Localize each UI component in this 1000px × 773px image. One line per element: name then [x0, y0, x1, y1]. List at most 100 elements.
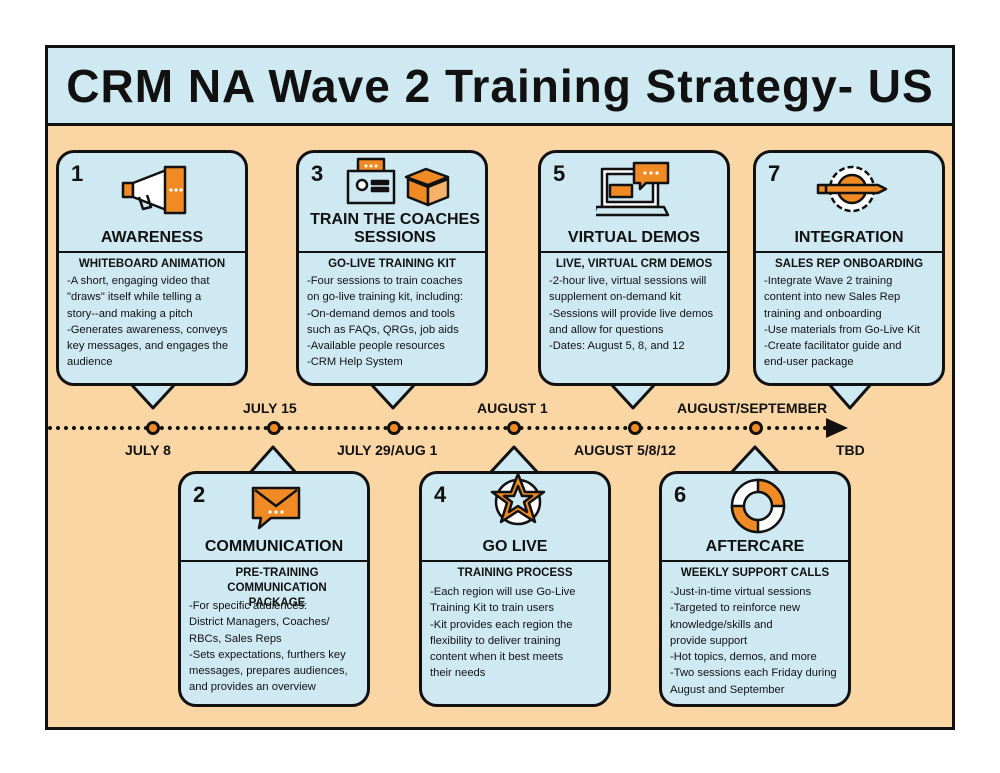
- card-bullets: -For specific audiences: District Manage…: [189, 598, 361, 696]
- bullet: August and September: [670, 683, 785, 696]
- page-title: CRM NA Wave 2 Training Strategy- US: [48, 48, 952, 126]
- bullet: -Each region will use Go-Live: [430, 586, 576, 598]
- bullet: flexibility to deliver training: [430, 634, 561, 647]
- envelope-chat-icon: [251, 486, 301, 530]
- card-go-live: 4 GO LIVE TRAINING PROCESS -Each region …: [419, 471, 611, 707]
- bullet: District Managers, Coaches/: [189, 616, 330, 629]
- card-number: 4: [434, 482, 447, 507]
- bullet: on go-live training kit, including:: [307, 291, 464, 304]
- card-subheading: PRE-TRAINING COMMUNICATION PACKAGE: [227, 567, 327, 609]
- date-label-3: JULY 29/AUG 1: [337, 442, 438, 458]
- bullet: -Targeted to reinforce new: [670, 602, 800, 615]
- bullet: RBCs, Sales Reps: [189, 632, 282, 645]
- card-divider: [756, 251, 942, 253]
- bullet: content when it best meets: [430, 651, 564, 664]
- card-number: 1: [71, 161, 84, 186]
- card-heading: AFTERCARE: [705, 538, 805, 555]
- card-bullets: -Just-in-time virtual sessions -Targeted…: [670, 584, 842, 698]
- bullet: -Just-in-time virtual sessions: [670, 586, 812, 598]
- card-divider: [541, 251, 727, 253]
- bullet: knowledge/skills and: [670, 618, 773, 631]
- date-label-6: AUGUST/SEPTEMBER: [677, 400, 828, 416]
- card-train-the-coaches: 3 TRAIN THE COACHES SESSIONS GO-LIVE TRA…: [296, 150, 488, 386]
- card-number: 3: [311, 161, 324, 186]
- card-subheading: GO-LIVE TRAINING KIT: [328, 258, 456, 270]
- bullet: and provides an overview: [189, 681, 316, 694]
- card-divider: [181, 560, 367, 562]
- date-label-1: JULY 8: [125, 442, 171, 458]
- card-subheading: LIVE, VIRTUAL CRM DEMOS: [555, 258, 713, 270]
- bullet: -2-hour live, virtual sessions will: [549, 275, 707, 287]
- bullet: end-user package: [764, 356, 854, 369]
- card-number: 6: [674, 482, 687, 507]
- card-subheading: TRAINING PROCESS: [457, 567, 573, 579]
- bullet: training and onboarding: [764, 307, 882, 320]
- bullet: -A short, engaging video that: [67, 275, 210, 287]
- bullet: -On-demand demos and tools: [307, 307, 456, 320]
- date-label-5: AUGUST 5/8/12: [574, 442, 676, 458]
- date-label-4: AUGUST 1: [477, 400, 548, 416]
- timeline-dot-4: [507, 421, 521, 435]
- bullet: such as FAQs, QRGs, job aids: [307, 323, 459, 336]
- bullet: story--and making a pitch: [67, 307, 193, 320]
- card-divider: [59, 251, 245, 253]
- bullet: -Dates: August 5, 8, and 12: [549, 340, 685, 353]
- bullet: -Generates awareness, conveys: [67, 323, 228, 336]
- card-awareness: 1 AWARENESS WHITEBOARD ANIMATION -A shor…: [56, 150, 248, 386]
- card-number: 2: [193, 482, 206, 507]
- bullet: -Hot topics, demos, and more: [670, 651, 817, 664]
- lifebuoy-icon: [730, 478, 786, 534]
- coach-kit-icon: [346, 157, 450, 207]
- timeline-dot-1: [146, 421, 160, 435]
- card-integration: 7 INTEGRATION SALES REP ONBOARDING -Inte…: [753, 150, 945, 386]
- card-subheading: WEEKLY SUPPORT CALLS: [680, 567, 830, 579]
- card-bullets: -2-hour live, virtual sessions will supp…: [549, 273, 721, 354]
- bullet: -Two sessions each Friday during: [670, 667, 837, 680]
- bullet: -Available people resources: [307, 340, 445, 353]
- bullet: and allow for questions: [549, 323, 664, 336]
- card-heading: VIRTUAL DEMOS: [567, 229, 701, 246]
- card-bullets: -A short, engaging video that "draws" it…: [67, 273, 239, 371]
- timeline-dot-2: [267, 421, 281, 435]
- gear-pencil-icon: [816, 165, 888, 213]
- bullet: -Use materials from Go-Live Kit: [764, 323, 921, 336]
- bullet: messages, prepares audiences,: [189, 665, 348, 678]
- bullet: -Four sessions to train coaches: [307, 275, 463, 287]
- card-bullets: -Each region will use Go-Live Training K…: [430, 584, 602, 682]
- card-heading: COMMUNICATION: [204, 538, 344, 555]
- bullet: key messages, and engages the: [67, 340, 229, 353]
- bullet: -Kit provides each region the: [430, 618, 573, 631]
- timeline-dot-6: [749, 421, 763, 435]
- card-subheading: SALES REP ONBOARDING: [774, 258, 924, 270]
- card-number: 7: [768, 161, 781, 186]
- card-aftercare: 6 AFTERCARE WEEKLY SUPPORT CALLS -Just-i…: [659, 471, 851, 707]
- bullet: audience: [67, 356, 113, 369]
- bullet: -Sessions will provide live demos: [549, 307, 714, 320]
- timeline-arrowhead: [826, 418, 848, 438]
- card-divider: [662, 560, 848, 562]
- bullet: -Integrate Wave 2 training: [764, 275, 893, 287]
- card-divider: [422, 560, 608, 562]
- card-number: 5: [553, 161, 566, 186]
- bullet: supplement on-demand kit: [549, 291, 681, 304]
- star-badge-icon: [490, 472, 546, 526]
- bullet: their needs: [430, 667, 486, 680]
- timeline-dot-3: [387, 421, 401, 435]
- card-heading: TRAIN THE COACHES SESSIONS: [310, 211, 480, 246]
- card-virtual-demos: 5 VIRTUAL DEMOS LIVE, VIRTUAL CRM DEMOS …: [538, 150, 730, 386]
- card-divider: [299, 251, 485, 253]
- card-bullets: -Integrate Wave 2 training content into …: [764, 273, 936, 371]
- timeline-line: [48, 426, 828, 430]
- bullet: -Create facilitator guide and: [764, 340, 902, 353]
- card-heading: INTEGRATION: [794, 229, 904, 246]
- bullet: "draws" itself while telling a: [67, 291, 202, 304]
- bullet: -For specific audiences:: [189, 600, 308, 612]
- date-label-2: JULY 15: [243, 400, 297, 416]
- bullet: Training Kit to train users: [430, 602, 554, 615]
- bullet: provide support: [670, 634, 748, 647]
- megaphone-icon: [121, 165, 187, 215]
- card-subheading: WHITEBOARD ANIMATION: [78, 258, 226, 270]
- bullet: -CRM Help System: [307, 356, 403, 369]
- card-bullets: -Four sessions to train coaches on go-li…: [307, 273, 479, 371]
- bullet: -Sets expectations, furthers key: [189, 648, 346, 661]
